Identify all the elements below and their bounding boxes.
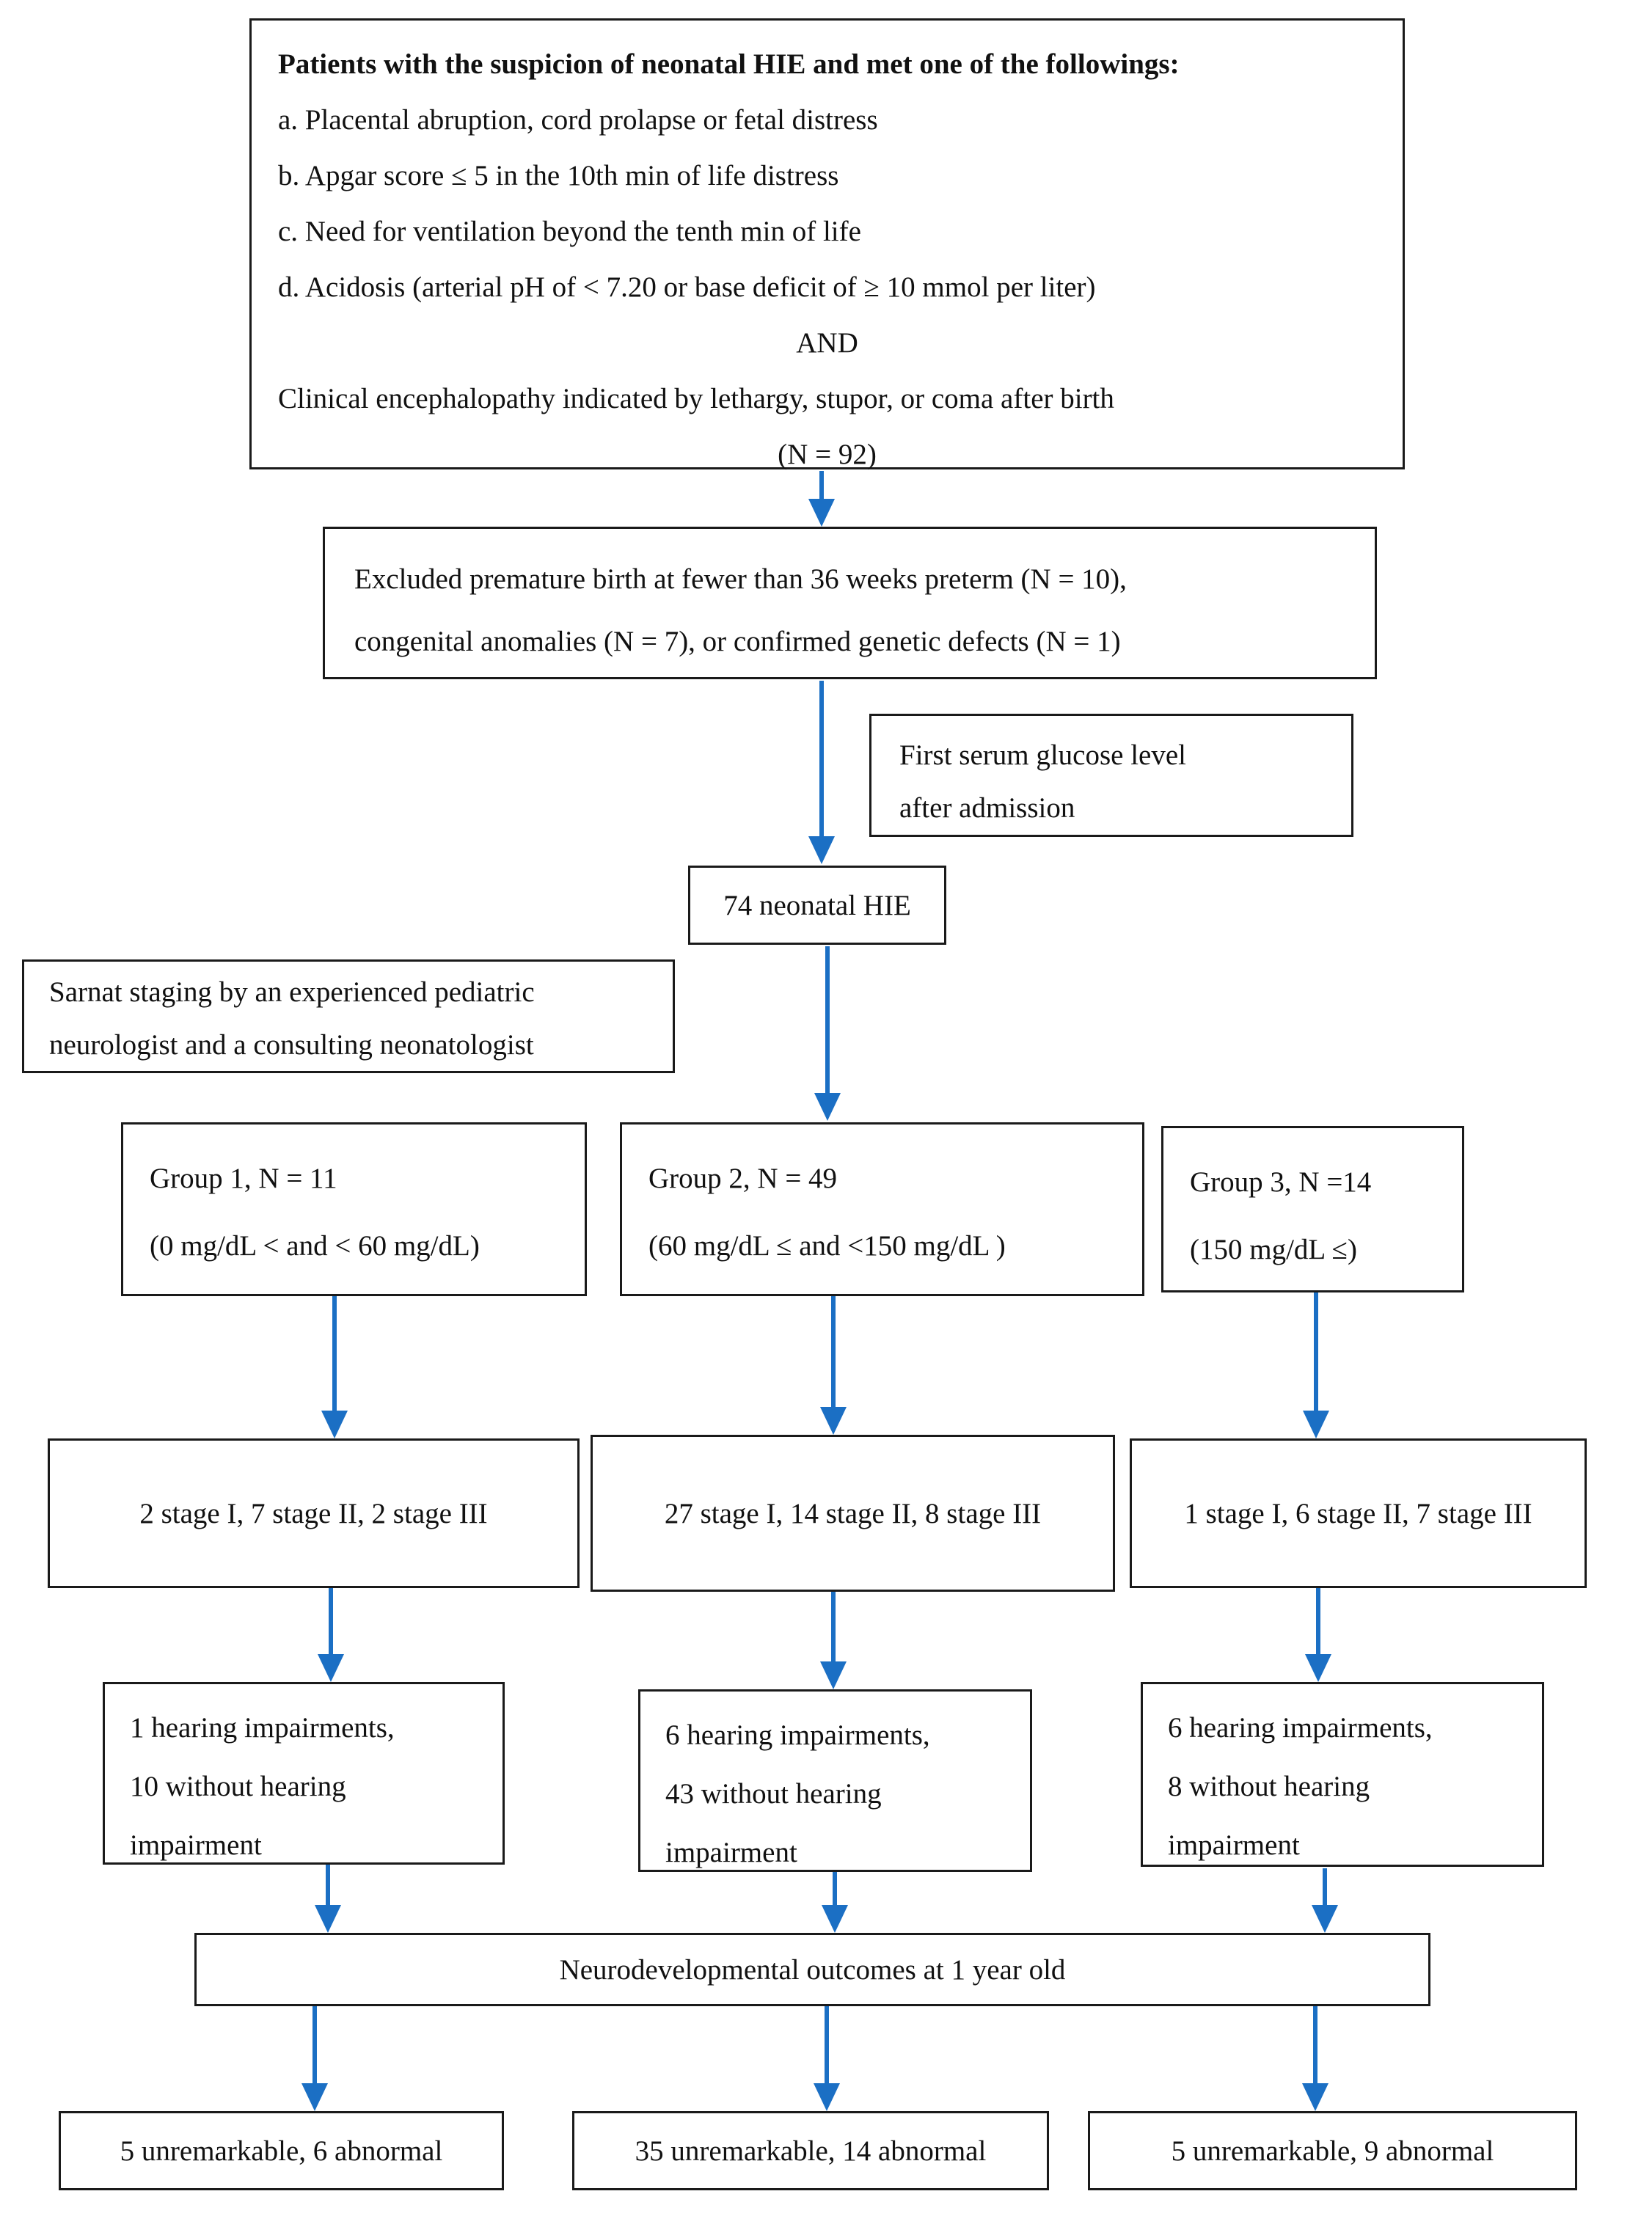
arrow-hearing3-to-outcomes [1312, 1868, 1338, 1933]
group1-line1: Group 1, N = 11 [150, 1163, 337, 1194]
criteria-clinical: Clinical encephalopathy indicated by let… [278, 383, 1114, 414]
hearing3-line2: 8 without hearing [1168, 1771, 1370, 1802]
arrow-group1-to-stage1 [321, 1296, 348, 1438]
group3-line2: (150 mg/dL ≤) [1190, 1234, 1357, 1265]
hearing3-line3: impairment [1168, 1829, 1300, 1861]
criteria-item-c: c. Need for ventilation beyond the tenth… [278, 216, 861, 247]
sarnat-line1: Sarnat staging by an experienced pediatr… [49, 976, 535, 1008]
hearing2-box: 6 hearing impairments, 43 without hearin… [638, 1689, 1032, 1872]
sarnat-note-box: Sarnat staging by an experienced pediatr… [22, 959, 675, 1073]
criteria-item-b: b. Apgar score ≤ 5 in the 10th min of li… [278, 160, 839, 191]
stage3-label: 1 stage I, 6 stage II, 7 stage III [1184, 1497, 1532, 1529]
group1-line2: (0 mg/dL < and < 60 mg/dL) [150, 1230, 480, 1262]
glucose-line2: after admission [899, 792, 1075, 824]
result2-box: 35 unremarkable, 14 abnormal [572, 2111, 1049, 2190]
hearing2-line3: impairment [665, 1837, 797, 1868]
outcomes-label: Neurodevelopmental outcomes at 1 year ol… [559, 1953, 1066, 1986]
group3-line1: Group 3, N =14 [1190, 1166, 1372, 1198]
arrow-hearing1-to-outcomes [315, 1865, 341, 1933]
stage3-box: 1 stage I, 6 stage II, 7 stage III [1130, 1438, 1587, 1588]
arrow-stage1-to-hearing1 [318, 1588, 344, 1682]
sarnat-line2: neurologist and a consulting neonatologi… [49, 1029, 534, 1061]
group2-line1: Group 2, N = 49 [648, 1163, 838, 1194]
criteria-n: (N = 92) [778, 439, 877, 470]
glucose-timing-box: First serum glucose level after admissio… [869, 714, 1353, 837]
group2-line2: (60 mg/dL ≤ and <150 mg/dL ) [648, 1230, 1006, 1262]
hearing3-box: 6 hearing impairments, 8 without hearing… [1141, 1682, 1544, 1867]
group1-box: Group 1, N = 11 (0 mg/dL < and < 60 mg/d… [121, 1122, 587, 1296]
arrow-group3-to-stage3 [1303, 1292, 1329, 1438]
result1-box: 5 unremarkable, 6 abnormal [59, 2111, 504, 2190]
hie-label: 74 neonatal HIE [723, 889, 911, 921]
result3-box: 5 unremarkable, 9 abnormal [1088, 2111, 1577, 2190]
stage2-label: 27 stage I, 14 stage II, 8 stage III [664, 1497, 1042, 1529]
stage1-box: 2 stage I, 7 stage II, 2 stage III [48, 1438, 580, 1588]
hearing1-box: 1 hearing impairments, 10 without hearin… [103, 1682, 505, 1865]
result1-label: 5 unremarkable, 6 abnormal [120, 2135, 443, 2167]
arrow-outcomes-to-result1 [301, 2006, 328, 2111]
exclusion-box: Excluded premature birth at fewer than 3… [323, 527, 1377, 679]
arrow-hearing2-to-outcomes [822, 1872, 848, 1933]
hearing2-line2: 43 without hearing [665, 1778, 882, 1810]
arrow-hie-to-groups [814, 946, 841, 1121]
criteria-and: AND [796, 327, 858, 359]
hearing1-line1: 1 hearing impairments, [130, 1712, 395, 1744]
hearing3-line1: 6 hearing impairments, [1168, 1712, 1433, 1744]
hearing2-line1: 6 hearing impairments, [665, 1719, 930, 1751]
criteria-item-a: a. Placental abruption, cord prolapse or… [278, 104, 878, 136]
exclusion-line2: congenital anomalies (N = 7), or confirm… [354, 626, 1121, 657]
result3-label: 5 unremarkable, 9 abnormal [1171, 2135, 1494, 2167]
hearing1-line2: 10 without hearing [130, 1771, 346, 1802]
arrow-stage3-to-hearing3 [1305, 1588, 1331, 1682]
arrow-criteria-to-exclusion [808, 471, 835, 527]
criteria-title: Patients with the suspicion of neonatal … [278, 48, 1180, 80]
hie-cohort-box: 74 neonatal HIE [688, 866, 946, 945]
arrow-exclusion-to-hie [808, 681, 835, 864]
group3-box: Group 3, N =14 (150 mg/dL ≤) [1161, 1126, 1464, 1292]
criteria-box: Patients with the suspicion of neonatal … [249, 18, 1405, 470]
outcomes-box: Neurodevelopmental outcomes at 1 year ol… [194, 1933, 1430, 2006]
hearing1-line3: impairment [130, 1829, 262, 1861]
arrow-outcomes-to-result3 [1302, 2006, 1328, 2111]
arrow-group2-to-stage2 [820, 1296, 847, 1435]
result2-label: 35 unremarkable, 14 abnormal [635, 2135, 987, 2167]
group2-box: Group 2, N = 49 (60 mg/dL ≤ and <150 mg/… [620, 1122, 1144, 1296]
exclusion-line1: Excluded premature birth at fewer than 3… [354, 563, 1127, 595]
glucose-line1: First serum glucose level [899, 739, 1187, 771]
arrow-outcomes-to-result2 [814, 2006, 840, 2111]
arrow-stage2-to-hearing2 [820, 1592, 847, 1689]
criteria-item-d: d. Acidosis (arterial pH of < 7.20 or ba… [278, 271, 1096, 303]
stage2-box: 27 stage I, 14 stage II, 8 stage III [591, 1435, 1115, 1592]
stage1-label: 2 stage I, 7 stage II, 2 stage III [139, 1497, 488, 1529]
